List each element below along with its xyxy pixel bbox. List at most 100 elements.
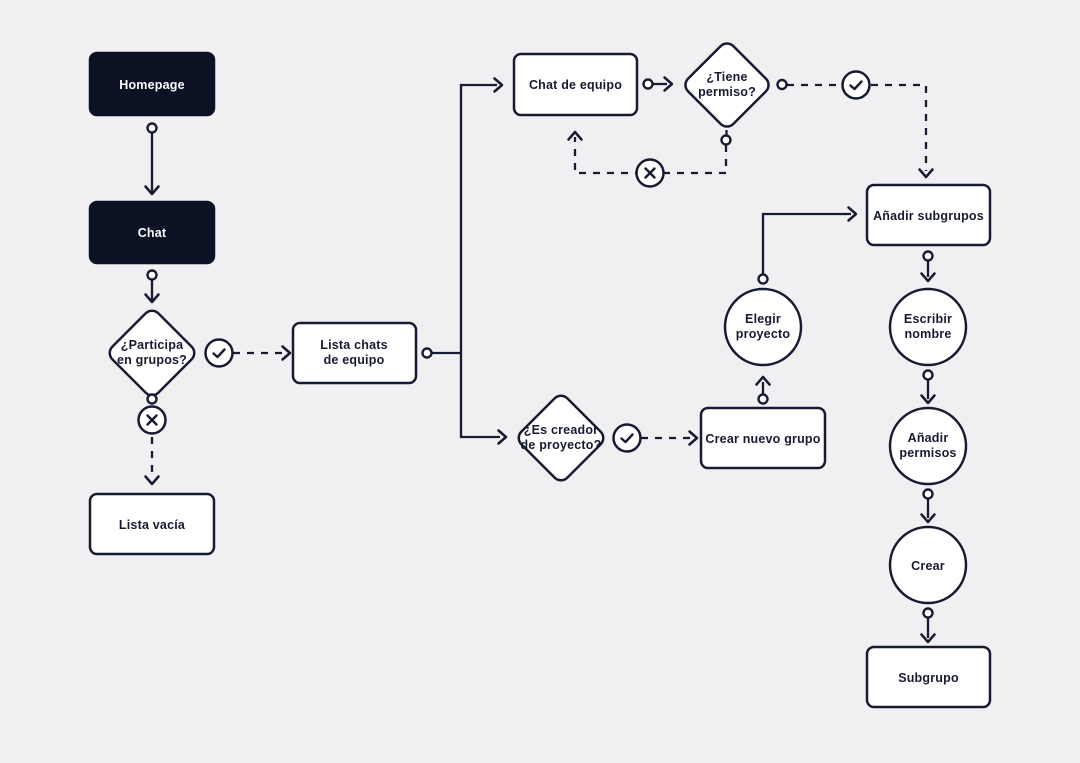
edge-listachats-branch [431,83,500,439]
yes-indicator-circle [204,338,234,368]
edge-chatequipo-tienepermiso-arrow [663,76,674,92]
node-chat-de-equipo: Chat de equipo [512,52,639,117]
connector-dot [146,122,158,134]
check-icon [212,348,226,359]
anadir-permisos-label-line2: permisos [899,446,956,460]
solid-edges [144,76,936,644]
crear-label: Crear [911,559,945,573]
chat-box [88,200,216,265]
node-homepage: Homepage [88,51,216,117]
lista-chats-equipo-box [291,321,418,385]
node-lista-chats-equipo: Lista chats de equipo [291,321,418,385]
yes-indicator-circle [841,70,871,100]
lista-vacia-box [88,492,216,556]
edge-anadirpermisos-crear-arrow [920,513,936,524]
connector-dot [421,347,433,359]
connector-dot [146,269,158,281]
node-subgrupo: Subgrupo [865,645,992,709]
anadir-permisos-circle [888,406,968,486]
crear-circle [888,525,968,605]
edge-yes-anadirsubgrupos [787,83,928,171]
connector-dot [757,393,769,405]
connector-dot [922,250,934,262]
connector-dot [776,78,788,91]
edge-yes-listachats-arrow [281,345,292,361]
edge-no-listavacia-arrow [144,475,160,486]
edge-no-loop-chatequipo-arrow [567,130,583,141]
yes-indicator-tiene-permiso [841,70,871,100]
anadir-subgrupos-label: Añadir subgrupos [873,209,984,223]
node-chat: Chat [88,200,216,265]
edge-branch-chatequipo-arrow [493,77,504,93]
node-anadir-permisos: Añadir permisos [888,406,968,486]
edge-yes-anadirsubgrupos-arrow [918,168,934,179]
lista-chats-equipo-label-line1: Lista chats [320,338,388,352]
connector-dot [757,273,769,285]
escribir-nombre-label-line2: nombre [904,327,951,341]
edge-anadirsubgrupos-escribirnombre-arrow [920,272,936,283]
node-tiene-permiso: ¿Tiene permiso? [684,42,770,128]
escribir-nombre-label-line1: Escribir [904,312,952,326]
node-es-creador-de-proyecto: ¿Es creador de proyecto? [517,394,605,482]
connector-dot [642,78,654,90]
participa-en-grupos-label-line1: ¿Participa [121,338,184,352]
anadir-permisos-label-line1: Añadir [908,431,949,445]
edge-yes-crearnuevogrupo-arrow [688,430,699,446]
es-creador-de-proyecto-label-line2: de proyecto? [521,438,602,452]
elegir-proyecto-label-line1: Elegir [745,312,781,326]
tiene-permiso-label-line1: ¿Tiene [706,70,747,84]
edge-homepage-chat-arrow [144,185,160,196]
chat-de-equipo-label: Chat de equipo [529,78,622,92]
no-indicator-tiene-permiso [635,158,665,188]
edge-elegirproyecto-anadirsubgrupos [761,212,851,275]
connector-dot [720,134,732,146]
anadir-subgrupos-box [865,183,992,247]
lista-chats-equipo-label-line2: de equipo [324,353,385,367]
node-crear: Crear [888,525,968,605]
connector-dot [922,607,934,619]
crear-nuevo-grupo-label: Crear nuevo grupo [705,432,820,446]
no-indicator-participa [137,405,167,435]
edge-crear-subgrupo-arrow [920,633,936,644]
tiene-permiso-diamond [684,42,770,128]
edge-escribirnombre-anadirpermisos-arrow [920,394,936,405]
subgrupo-box [865,645,992,709]
crear-nuevo-grupo-box [699,406,827,470]
node-anadir-subgrupos: Añadir subgrupos [865,183,992,247]
cross-icon [644,167,656,179]
check-icon [620,433,634,444]
edge-crearnuevogrupo-elegirproyecto-arrow [755,375,771,386]
check-icon [849,80,863,91]
elegir-proyecto-label-line2: proyecto [736,327,791,341]
chat-label: Chat [138,226,167,240]
subgrupo-label: Subgrupo [898,671,959,685]
node-elegir-proyecto: Elegir proyecto [723,287,803,367]
chat-de-equipo-box [512,52,639,117]
edge-branch-escreador-arrow [497,429,508,445]
node-crear-nuevo-grupo: Crear nuevo grupo [699,406,827,470]
edge-chat-participa-arrow [144,293,160,304]
escribir-nombre-circle [888,287,968,367]
connector-dots [146,78,934,619]
yes-indicator-circle [612,423,642,453]
elegir-proyecto-circle [723,287,803,367]
participa-en-grupos-label-line2: en grupos? [117,353,187,367]
yes-indicator-es-creador [612,423,642,453]
connector-dot [146,393,158,405]
participa-en-grupos-diamond [108,309,196,397]
lista-vacia-label: Lista vacía [119,518,186,532]
homepage-box [88,51,216,117]
node-participa-en-grupos: ¿Participa en grupos? [108,309,196,397]
homepage-label: Homepage [119,78,185,92]
edge-elegirproyecto-anadirsubgrupos-arrow [847,206,858,222]
cross-icon [146,414,158,426]
connector-dot [922,488,934,500]
node-lista-vacia: Lista vacía [88,492,216,556]
es-creador-de-proyecto-label-line1: ¿Es creador [524,423,598,437]
yes-indicator-participa [204,338,234,368]
connector-dot [922,369,934,381]
es-creador-de-proyecto-diamond [517,394,605,482]
node-escribir-nombre: Escribir nombre [888,287,968,367]
